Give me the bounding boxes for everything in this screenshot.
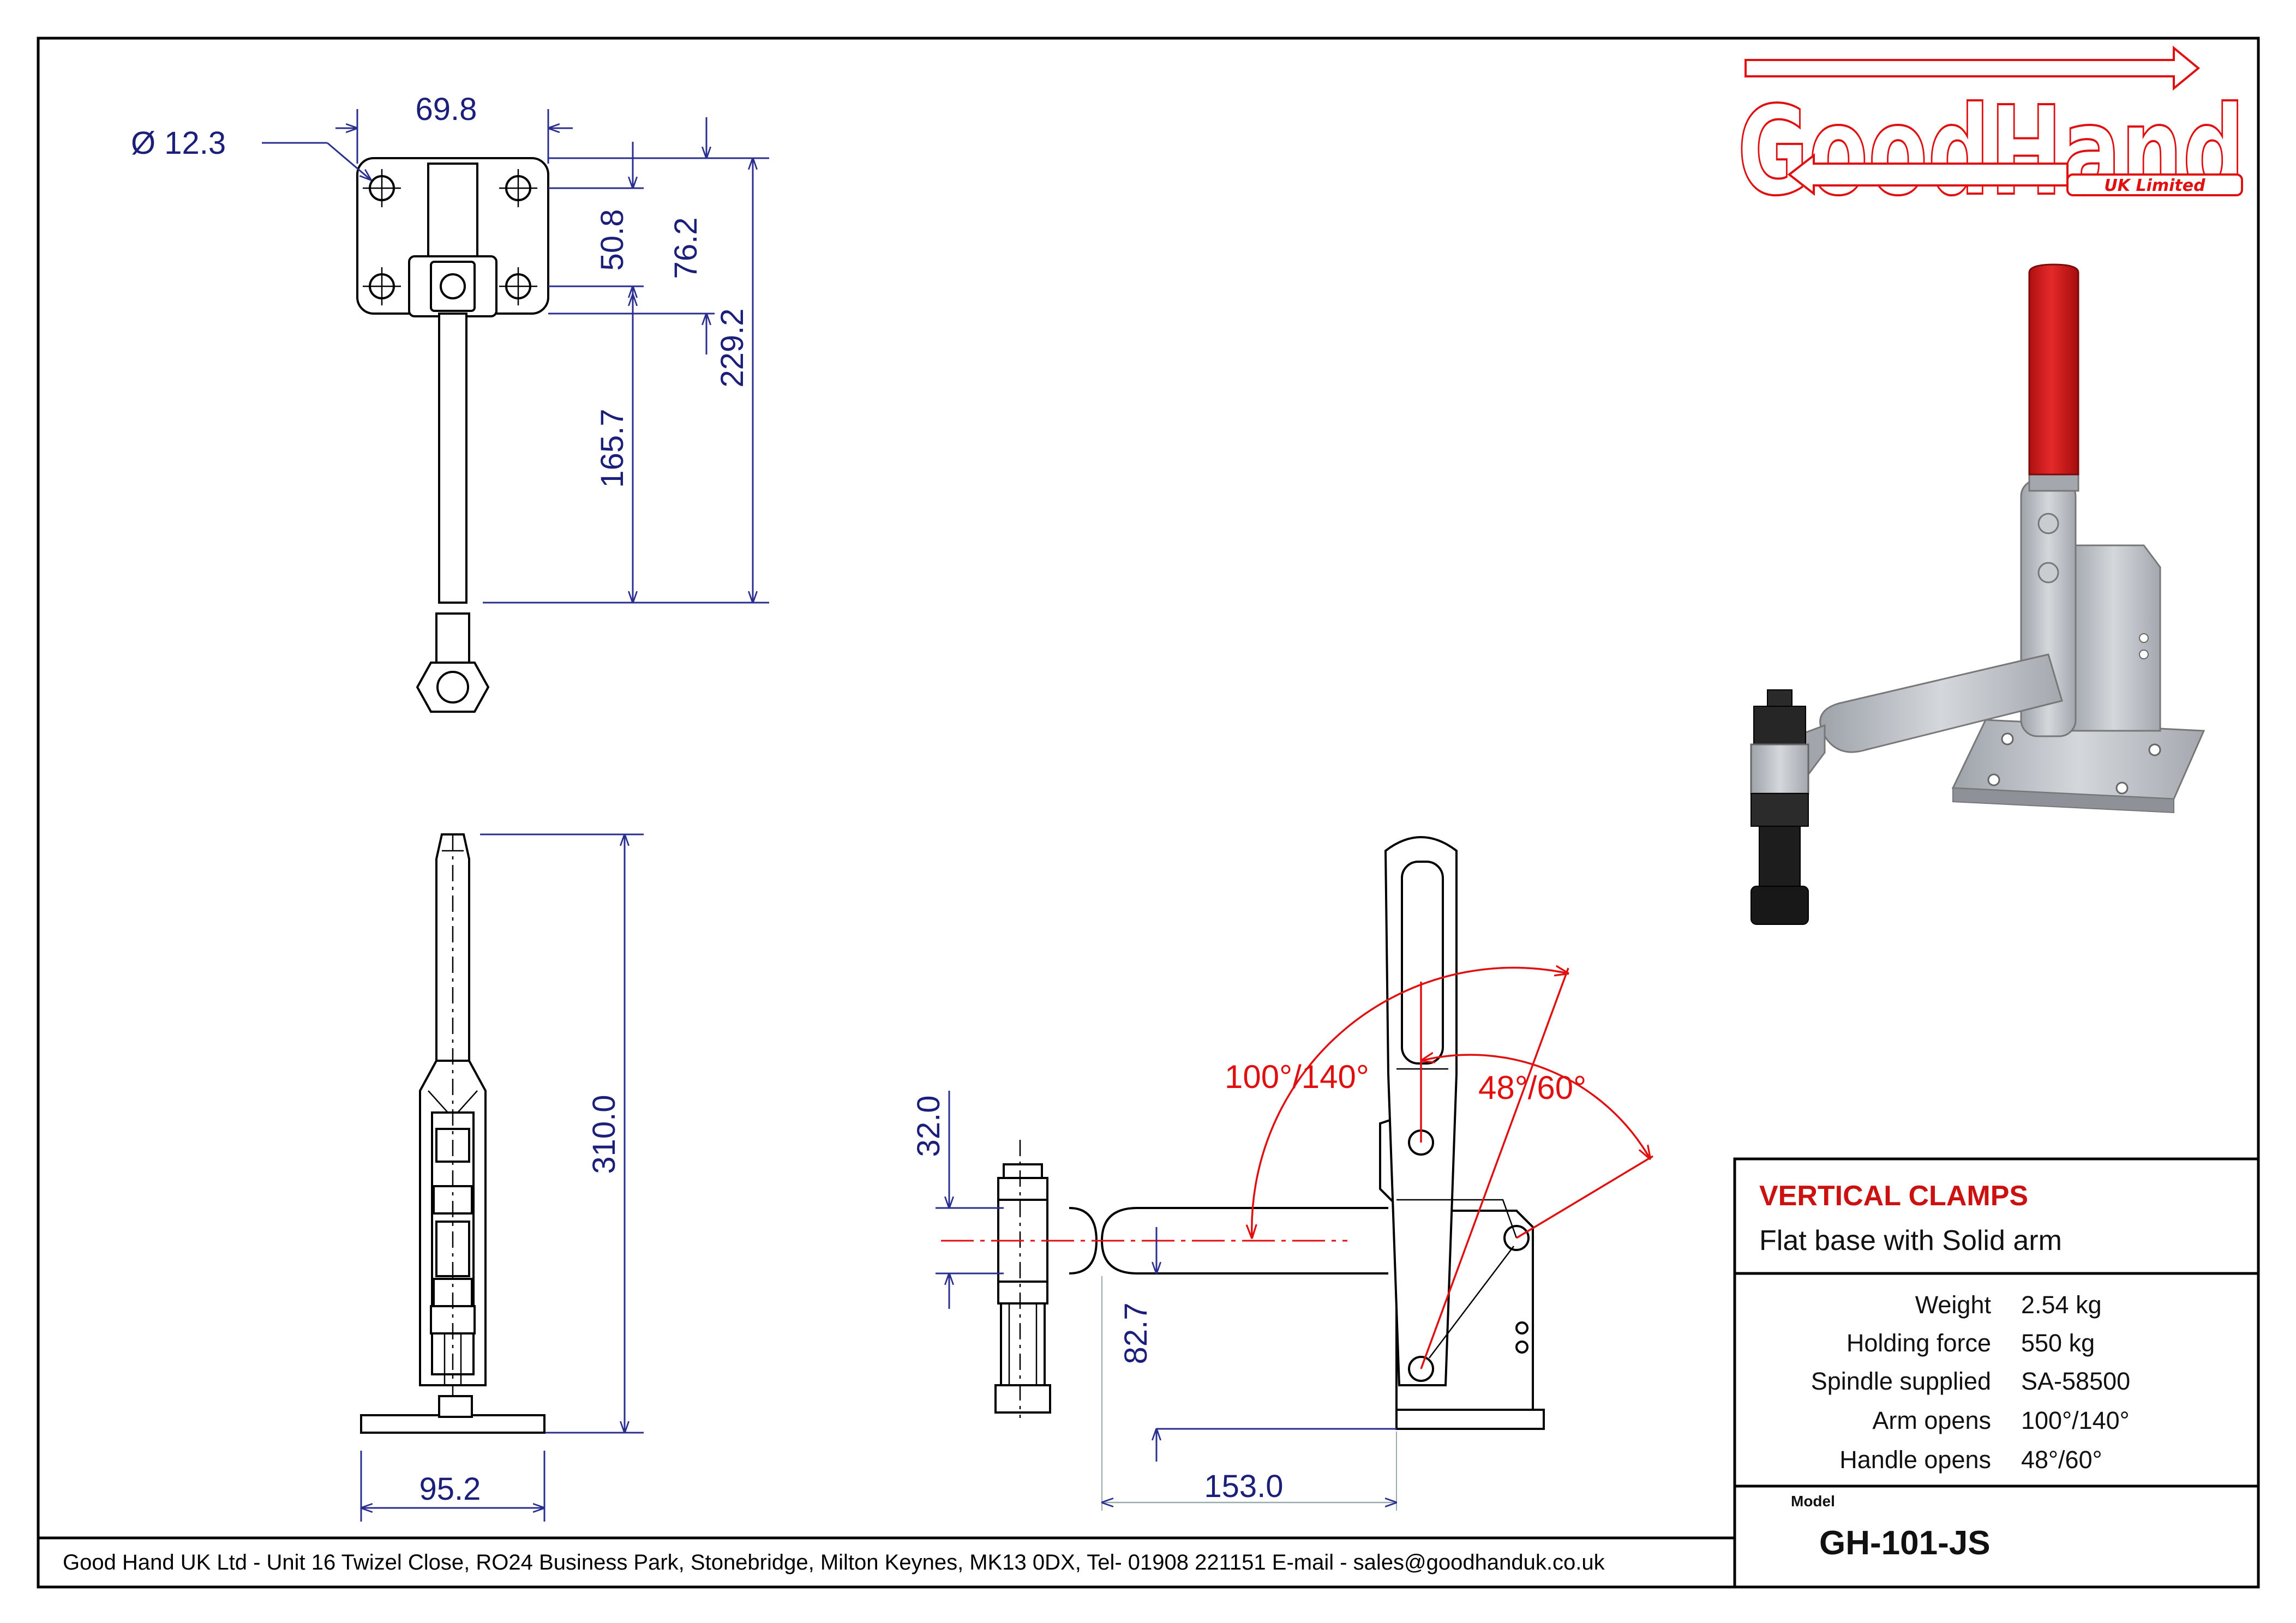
side-view [941, 836, 1545, 1430]
dim-base-width-top: 69.8 [416, 92, 477, 127]
spec-value-weight: 2.54 kg [2021, 1291, 2102, 1319]
goodhand-logo: GoodHand UK Limited [1736, 45, 2246, 224]
angle-arm-opens: 100°/140° [1225, 1059, 1369, 1095]
svg-text:GoodHand: GoodHand [1737, 80, 2245, 223]
model-label: Model [1791, 1493, 1835, 1510]
side-view-dimensions: 32.0 82.7 153.0 [911, 1091, 1396, 1511]
title-block: VERTICAL CLAMPS Flat base with Solid arm… [1733, 1157, 2260, 1589]
clamp-3d-illustration [1750, 263, 2205, 925]
dim-arm-reach: 165.7 [595, 408, 630, 488]
title-block-title: VERTICAL CLAMPS [1759, 1180, 2028, 1212]
spec-label-weight: Weight [1915, 1291, 1992, 1319]
spec-value-handle-opens: 48°/60° [2021, 1446, 2102, 1474]
dim-overall-length: 229.2 [715, 308, 750, 387]
spec-value-arm-opens: 100°/140° [2021, 1406, 2130, 1434]
front-view-dimensions: 310.0 95.2 [360, 833, 644, 1522]
spec-label-handle-opens: Handle opens [1839, 1446, 1991, 1474]
dim-arm-length: 153.0 [1204, 1469, 1283, 1504]
front-view [360, 833, 545, 1434]
spec-label-spindle: Spindle supplied [1811, 1367, 1991, 1395]
footer-address: Good Hand UK Ltd - Unit 16 Twizel Close,… [63, 1550, 1605, 1574]
svg-text:UK Limited: UK Limited [2104, 176, 2205, 195]
dim-hole-spacing-v: 50.8 [595, 209, 630, 271]
dim-base-width: 95.2 [419, 1471, 481, 1507]
spec-value-holding-force: 550 kg [2021, 1329, 2095, 1357]
title-block-subtitle: Flat base with Solid arm [1759, 1225, 2062, 1257]
spec-label-arm-opens: Arm opens [1872, 1406, 1991, 1434]
spec-label-holding-force: Holding force [1847, 1329, 1991, 1357]
sheet-border [37, 37, 2260, 1589]
spec-value-spindle: SA-58500 [2021, 1367, 2130, 1395]
dim-spindle-height: 82.7 [1118, 1303, 1154, 1364]
model-number: GH-101-JS [1819, 1524, 1991, 1562]
dim-base-depth: 76.2 [668, 218, 704, 279]
angle-handle-opens: 48°/60° [1478, 1069, 1586, 1106]
dim-overall-height: 310.0 [586, 1095, 622, 1174]
top-view [356, 157, 549, 713]
top-view-dimensions: 69.8 Ø 12.3 50.8 76.2 165.7 229.2 [131, 92, 769, 604]
dim-spindle-offset: 32.0 [911, 1096, 946, 1157]
angle-annotations: 100°/140° 48°/60° [1225, 967, 1653, 1369]
dim-hole-diameter: Ø 12.3 [131, 125, 226, 161]
